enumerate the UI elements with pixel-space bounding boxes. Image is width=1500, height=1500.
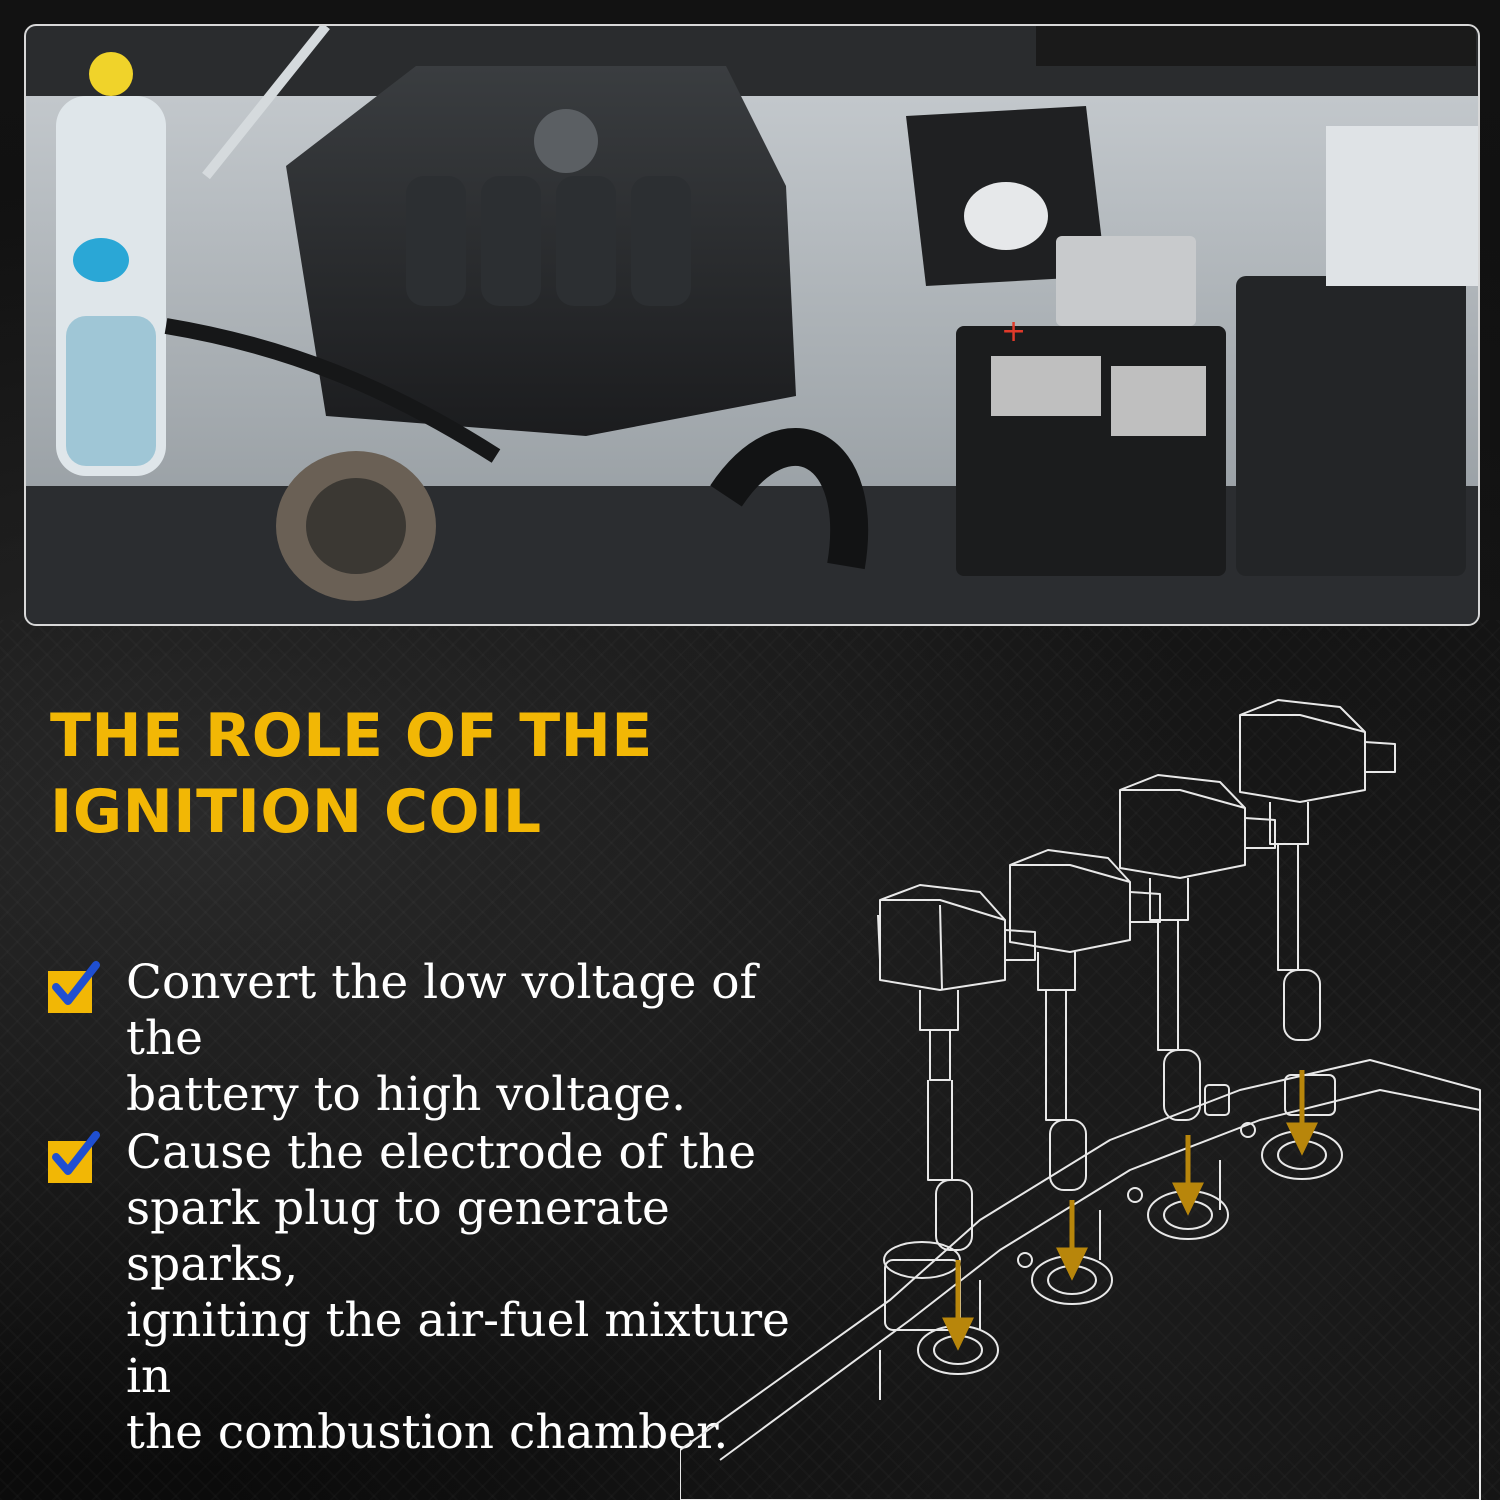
feature-text-line: the combustion chamber.	[126, 1405, 729, 1460]
down-arrow-icon	[1286, 1070, 1318, 1156]
checkbox-checked-icon	[48, 961, 100, 1013]
background-texture	[0, 620, 1500, 1500]
feature-text-line: spark plug to generate sparks,	[126, 1181, 670, 1292]
cylinder-head-outline	[680, 1059, 1481, 1500]
feature-text-line: igniting the air-fuel mixture in	[126, 1293, 790, 1404]
ignition-coil-2	[1009, 849, 1161, 1191]
ignition-coil-1	[877, 884, 1036, 1251]
ignition-coil-diagram	[680, 699, 1481, 1500]
feature-text-line: Cause the electrode of the	[126, 1125, 757, 1180]
feature-text: Convert the low voltage of the battery t…	[126, 955, 846, 1123]
down-arrow-icon	[1172, 1135, 1204, 1216]
ignition-coil-3	[1119, 774, 1276, 1121]
ignition-coil-4	[1239, 699, 1396, 1041]
page-title: THE ROLE OF THE IGNITION COIL	[50, 698, 770, 850]
title-line-1: THE ROLE OF THE	[50, 701, 653, 771]
feature-text: Cause the electrode of the spark plug to…	[126, 1125, 846, 1461]
engine-bay-photo: +	[24, 24, 1480, 626]
down-arrow-icon	[1056, 1200, 1088, 1281]
feature-text-line: Convert the low voltage of the	[126, 955, 757, 1066]
title-line-2: IGNITION COIL	[50, 777, 542, 847]
down-arrow-icon	[942, 1260, 974, 1351]
checkbox-checked-icon	[48, 1131, 100, 1183]
svg-text:+: +	[1001, 314, 1026, 349]
feature-text-line: battery to high voltage.	[126, 1067, 687, 1122]
